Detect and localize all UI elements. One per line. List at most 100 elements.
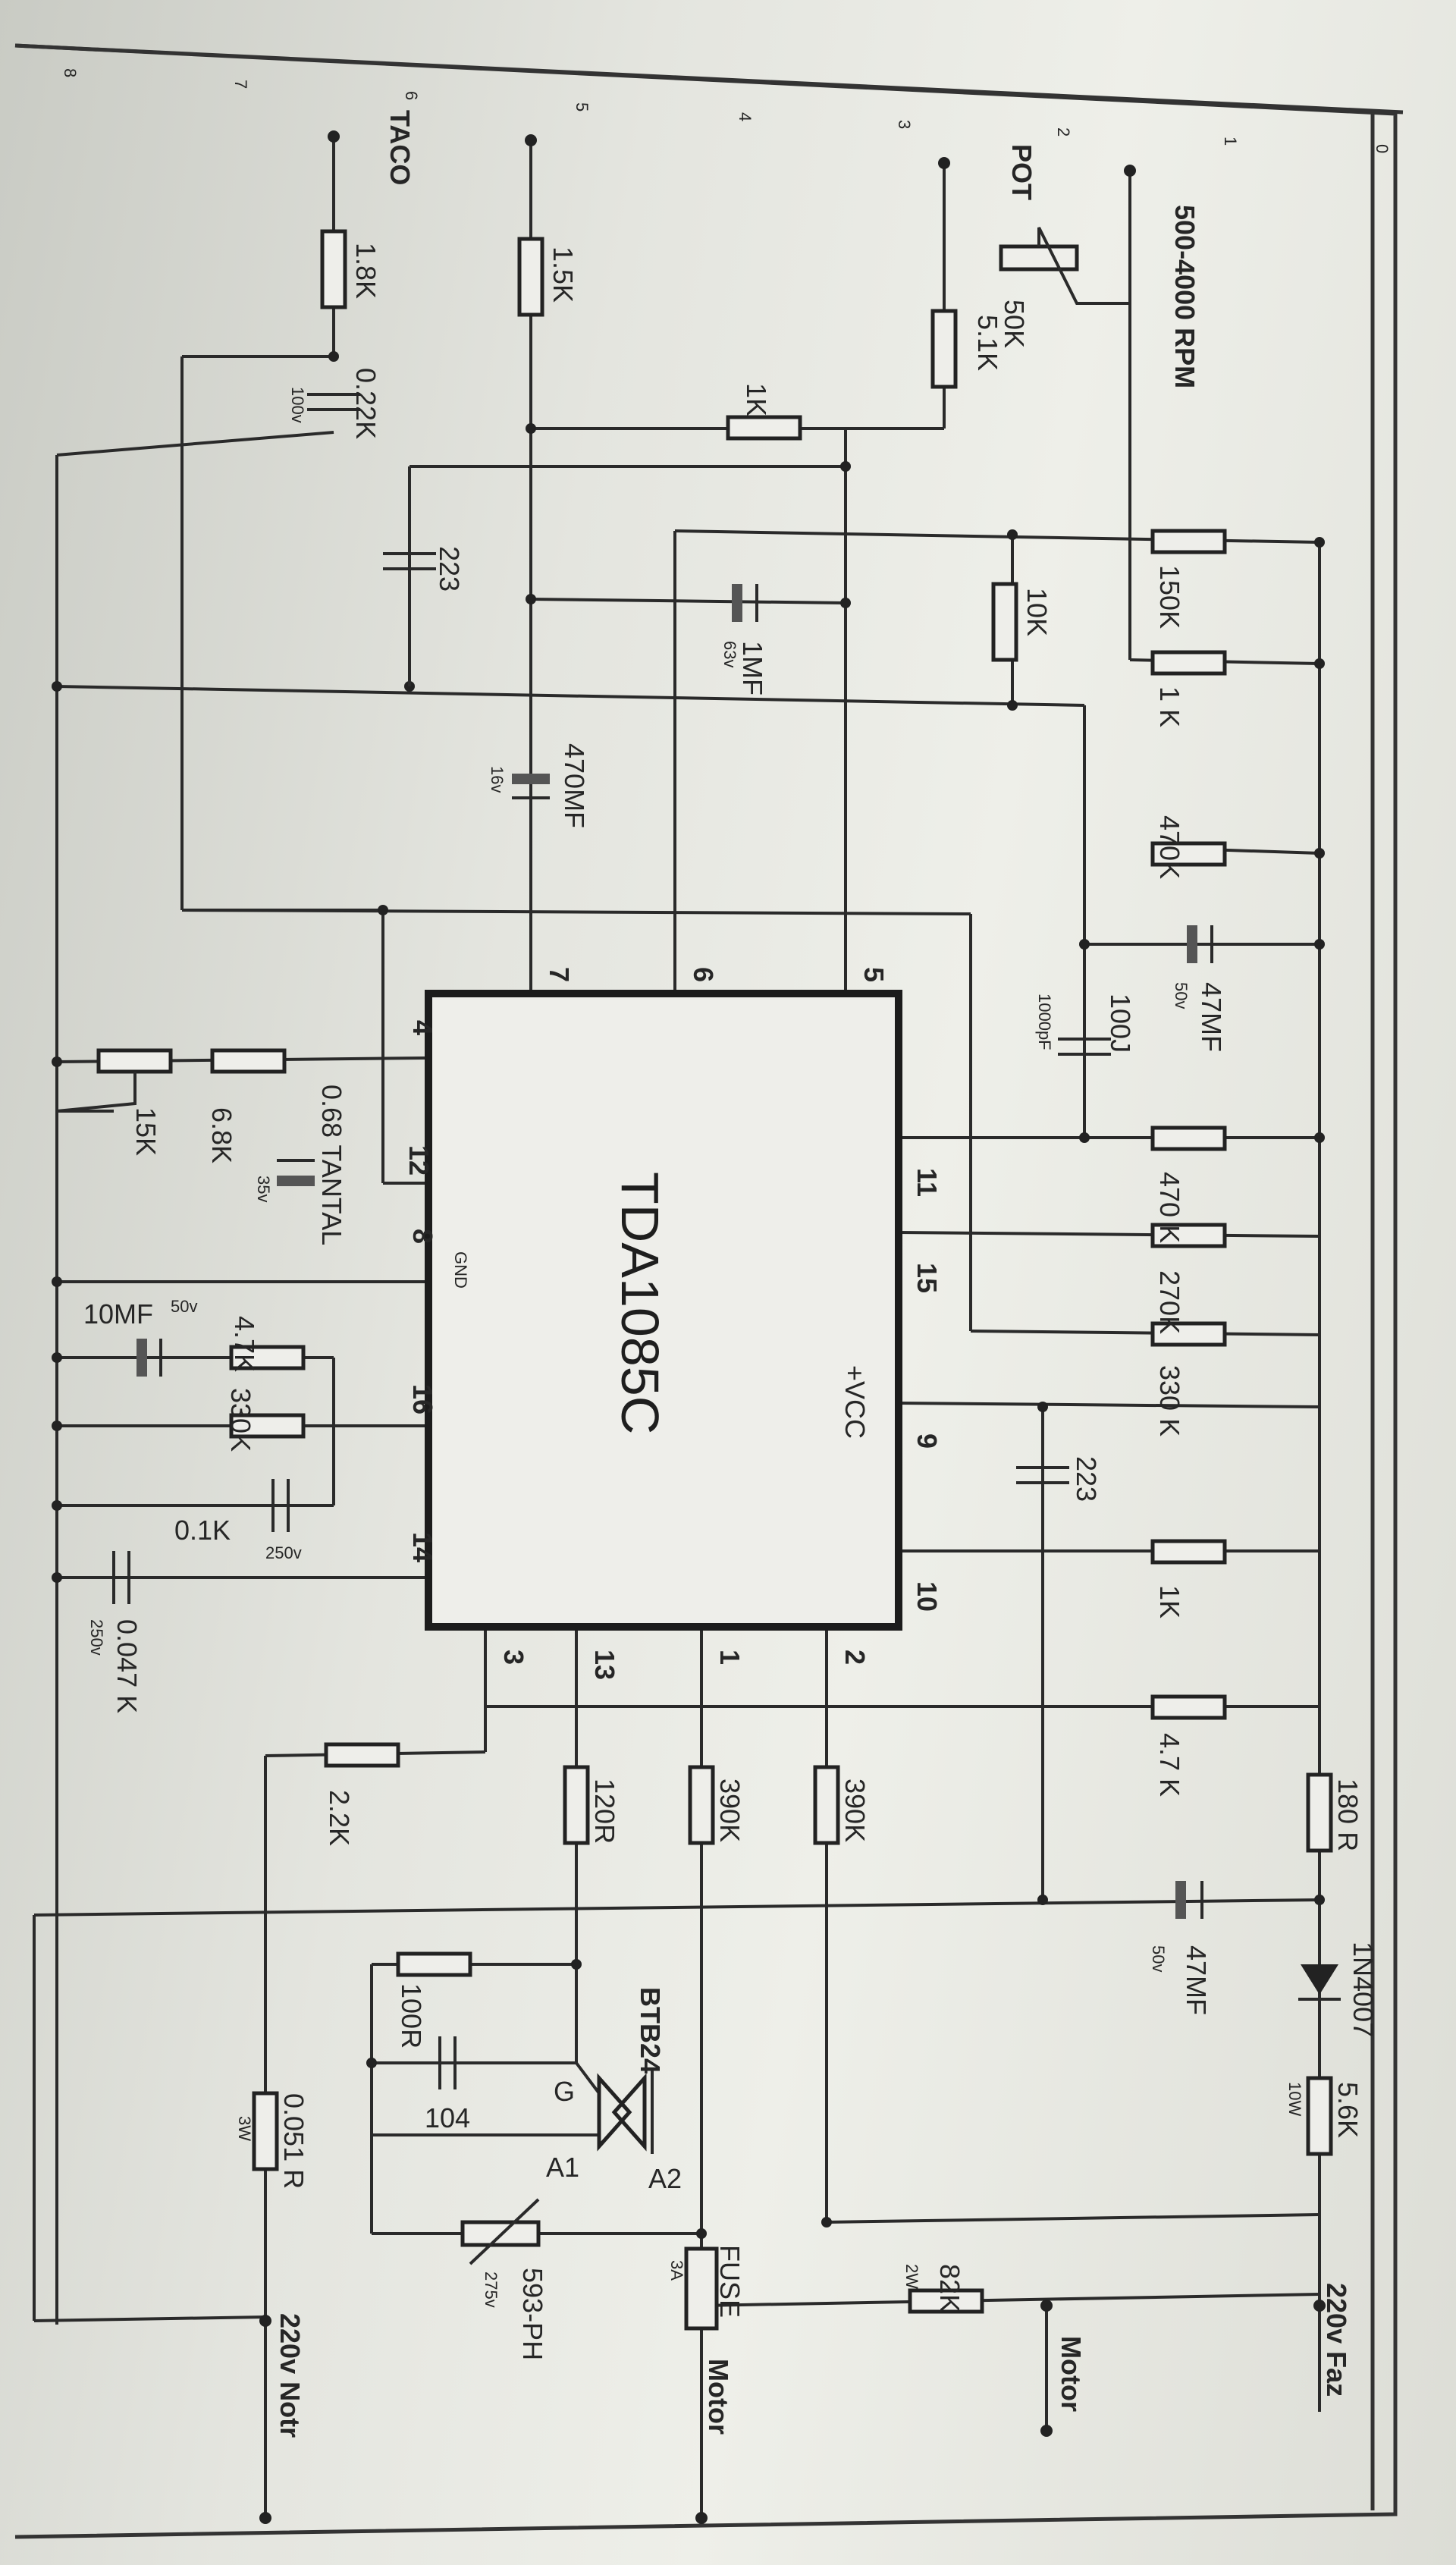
label-fuse: FUSE <box>714 2245 745 2318</box>
label-0-1k: 0.1K <box>174 1515 231 1546</box>
label-223-b: 223 <box>1071 1456 1102 1502</box>
label-82k: 82K <box>934 2264 965 2312</box>
pin-number: 7 <box>544 967 575 982</box>
label-10mf-v: 50v <box>171 1297 197 1316</box>
label-pot: POT <box>1006 144 1037 200</box>
label-470mf: 470MF <box>559 743 590 828</box>
ic-vcc-label: +VCC <box>839 1365 871 1439</box>
label-0-047k-v: 250v <box>87 1619 106 1656</box>
label-10mf: 10MF <box>83 1298 153 1330</box>
label-a2: A2 <box>648 2163 682 2194</box>
frame-num: 6 <box>402 91 421 100</box>
pin-number: 13 <box>589 1650 620 1680</box>
frame-num: 5 <box>573 102 592 111</box>
label-0-68-tantal: 0.68 TANTAL <box>316 1085 347 1245</box>
frame-num: 1 <box>1221 137 1240 146</box>
semiconductors: 1N4007 BTB24 G A1 A2 593-PH 275v FUSE 3A <box>460 1942 1379 2360</box>
frame-num: 0 <box>1373 144 1392 153</box>
label-5-1k: 5.1K <box>972 315 1003 371</box>
label-varistor-v: 275v <box>482 2271 500 2308</box>
pin-number: 10 <box>912 1581 943 1612</box>
frame-num: 3 <box>895 120 914 129</box>
frame-numbers-top: 0 1 2 3 4 5 6 7 8 <box>61 68 1392 153</box>
label-100r: 100R <box>396 1983 427 2049</box>
label-220v-faz: 220v Faz <box>1321 2283 1352 2397</box>
label-390k: 390K <box>714 1779 745 1842</box>
label-223: 223 <box>434 546 465 592</box>
label-104: 104 <box>425 2102 470 2133</box>
pin-number: 14 <box>407 1532 438 1562</box>
pin-number: 12 <box>403 1145 435 1176</box>
label-4-7k-b: 4.7 K <box>1154 1733 1185 1797</box>
label-gate: G <box>554 2076 575 2107</box>
pin-numbers: 4 7 6 5 12 8 16 14 11 15 9 10 3 13 1 2 <box>403 967 943 1680</box>
frame-num: 7 <box>231 80 250 89</box>
label-150k: 150K <box>1154 565 1185 629</box>
pin-number: 8 <box>407 1229 438 1244</box>
pin-number: 11 <box>912 1168 943 1197</box>
label-1n4007: 1N4007 <box>1348 1942 1379 2037</box>
label-100j-note: 1000pF <box>1035 994 1054 1050</box>
label-0-051r: 0.051 R <box>278 2093 309 2189</box>
frame-num: 8 <box>61 68 80 77</box>
resistor-labels: 1.8K 1.5K 1K 5.1K 50K 150K 10K 1 K 470K … <box>130 243 1363 2312</box>
label-5-6k: 5.6K <box>1332 2082 1363 2138</box>
label-220v-notr: 220v Notr <box>275 2313 306 2438</box>
label-47mf-b-v: 50v <box>1149 1945 1168 1972</box>
pin-number: 1 <box>714 1650 745 1665</box>
label-0-1k-v: 250v <box>265 1543 302 1562</box>
label-varistor: 593-PH <box>517 2268 548 2360</box>
label-6-8k: 6.8K <box>206 1107 237 1163</box>
label-100j: 100J <box>1105 994 1136 1053</box>
label-50k: 50K <box>999 300 1030 348</box>
label-1mf-v: 63v <box>720 641 739 667</box>
label-1-5k: 1.5K <box>548 246 579 303</box>
resistors <box>56 227 1333 2314</box>
label-1k-b: 1 K <box>1154 686 1185 727</box>
label-470k-b: 470 K <box>1154 1172 1185 1243</box>
label-0-68-v: 35v <box>254 1176 273 1202</box>
pin-number: 15 <box>912 1263 943 1293</box>
label-0-22k: 0.22K <box>350 368 381 439</box>
label-390k-b: 390K <box>839 1779 871 1842</box>
label-2-2k: 2.2K <box>324 1790 355 1846</box>
label-47mf-v: 50v <box>1172 982 1191 1009</box>
label-180r: 180 R <box>1332 1779 1363 1851</box>
label-rpm: 500-4000 RPM <box>1169 205 1200 388</box>
label-330k-b: 330K <box>225 1388 256 1452</box>
label-47mf-b: 47MF <box>1181 1945 1212 2015</box>
label-0-051r-watt: 3W <box>235 2116 254 2141</box>
label-82k-watt: 2W <box>902 2264 921 2289</box>
label-taco: TACO <box>384 110 416 185</box>
label-0-22k-v: 100v <box>288 387 307 423</box>
frame-num: 2 <box>1054 127 1073 137</box>
frame-num: 4 <box>736 112 755 121</box>
capacitor-labels: 0.22K 100v 223 1MF 63v 470MF 16v 47MF 50… <box>83 368 1227 2133</box>
label-fuse-a: 3A <box>667 2260 686 2281</box>
label-a1: A1 <box>546 2152 579 2183</box>
label-330k: 330 K <box>1154 1365 1185 1436</box>
pin-number: 2 <box>839 1650 871 1665</box>
pin-number: 3 <box>498 1650 529 1665</box>
pin-number: 9 <box>912 1433 943 1449</box>
label-470k: 470K <box>1154 815 1185 879</box>
label-15k: 15K <box>130 1107 162 1156</box>
ic-name: TDA1085C <box>610 1172 670 1434</box>
label-0-047k: 0.047 K <box>111 1619 143 1713</box>
label-1k: 1K <box>741 383 772 416</box>
wires <box>33 137 1321 2518</box>
label-120r: 120R <box>589 1779 620 1844</box>
pin-number: 4 <box>407 1020 438 1035</box>
label-1k-c: 1K <box>1154 1585 1185 1618</box>
capacitors <box>112 393 1213 2089</box>
label-4-7k: 4.7K <box>229 1316 260 1372</box>
label-1mf: 1MF <box>737 641 768 695</box>
label-5-6k-watt: 10W <box>1285 2082 1304 2116</box>
pin-number: 16 <box>407 1384 438 1414</box>
label-270k: 270K <box>1154 1270 1185 1334</box>
ic-tda1085c: TDA1085C GND +VCC <box>425 990 902 1631</box>
pin-number: 6 <box>688 967 719 982</box>
headings: TACO POT 500-4000 RPM 220v Faz 220v Notr… <box>275 110 1352 2438</box>
ic-gnd-label: GND <box>451 1251 470 1289</box>
label-motor-bottom: Motor <box>703 2359 734 2435</box>
